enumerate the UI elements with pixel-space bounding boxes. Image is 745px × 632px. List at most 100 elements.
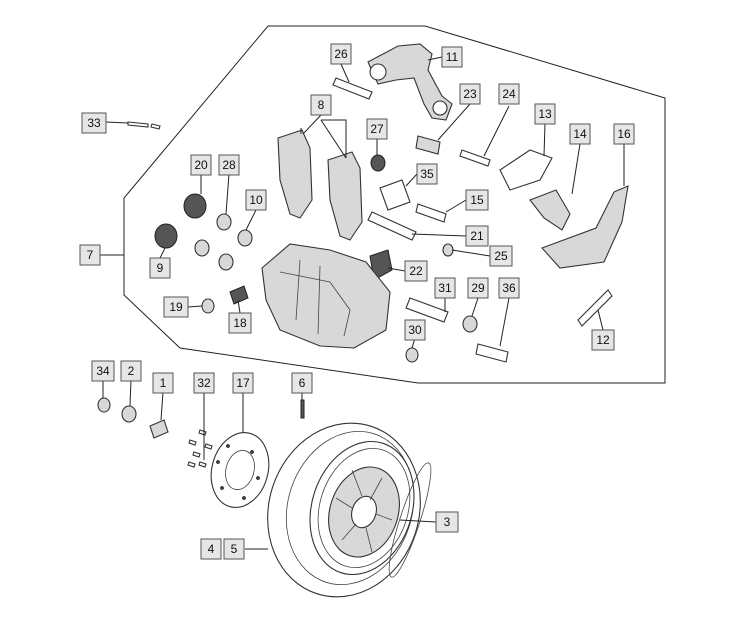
part-label-6: 6 <box>291 372 313 394</box>
svg-text:6: 6 <box>299 376 306 390</box>
seal-27 <box>370 154 386 172</box>
part-label-15: 15 <box>465 189 489 211</box>
svg-text:24: 24 <box>502 87 516 101</box>
svg-text:2: 2 <box>128 364 135 378</box>
valve-stem <box>300 399 305 419</box>
part-label-28: 28 <box>218 154 240 176</box>
part-label-20: 20 <box>190 154 212 176</box>
svg-text:11: 11 <box>446 50 459 64</box>
svg-text:14: 14 <box>573 127 587 141</box>
part-label-13: 13 <box>534 103 556 125</box>
brake-disc <box>210 432 270 508</box>
rear-wheel-tire <box>267 422 432 598</box>
part-label-19: 19 <box>163 296 189 318</box>
part-label-10: 10 <box>245 189 267 211</box>
svg-text:18: 18 <box>233 316 247 330</box>
part-label-22: 22 <box>404 260 428 282</box>
bleeder-screw-18 <box>229 285 249 305</box>
caliper-body <box>261 243 391 349</box>
svg-text:27: 27 <box>370 122 384 136</box>
svg-text:4: 4 <box>208 542 215 556</box>
caliper-assembly-outline <box>123 25 666 384</box>
part-label-25: 25 <box>489 245 513 267</box>
pin-21 <box>367 211 417 241</box>
svg-text:7: 7 <box>87 248 94 262</box>
svg-text:15: 15 <box>470 193 484 207</box>
ring-10b <box>218 253 234 271</box>
seal-9 <box>154 223 178 249</box>
part-label-9: 9 <box>149 257 171 279</box>
disc-bolts <box>187 429 213 468</box>
ring-28a <box>216 213 232 231</box>
svg-text:17: 17 <box>236 376 250 390</box>
part-label-12: 12 <box>591 329 615 351</box>
gasket-13 <box>499 149 553 191</box>
seal-20 <box>183 193 207 219</box>
axle-sleeve <box>149 419 169 439</box>
part-label-34: 34 <box>91 360 115 382</box>
svg-text:20: 20 <box>194 158 208 172</box>
pin-15 <box>415 203 447 223</box>
bolt-26 <box>332 77 373 100</box>
brake-pad-right <box>327 151 363 241</box>
part-label-2: 2 <box>120 360 142 382</box>
part-label-26: 26 <box>330 43 352 65</box>
part-label-7: 7 <box>79 244 101 266</box>
svg-text:33: 33 <box>87 116 101 130</box>
svg-text:22: 22 <box>409 264 423 278</box>
svg-text:30: 30 <box>408 323 422 337</box>
part-label-4: 4 <box>200 538 222 560</box>
part-label-30: 30 <box>404 319 426 341</box>
svg-text:10: 10 <box>249 193 263 207</box>
svg-text:34: 34 <box>96 364 110 378</box>
lever-16 <box>541 185 629 269</box>
svg-text:28: 28 <box>222 158 236 172</box>
ring-10a <box>237 229 253 247</box>
piston-35 <box>379 179 411 211</box>
svg-text:21: 21 <box>470 229 484 243</box>
svg-text:1: 1 <box>160 376 167 390</box>
svg-text:3: 3 <box>444 515 451 529</box>
part-label-33: 33 <box>81 112 107 134</box>
nut-30 <box>405 347 419 363</box>
nut-25 <box>442 243 454 257</box>
clip-pin-33 <box>127 121 161 130</box>
svg-text:16: 16 <box>617 127 631 141</box>
pin-31 <box>405 297 449 323</box>
part-label-14: 14 <box>569 123 591 145</box>
svg-text:8: 8 <box>318 98 325 112</box>
washer-2 <box>121 405 137 423</box>
part-label-5: 5 <box>223 538 245 560</box>
part-label-17: 17 <box>232 372 254 394</box>
svg-text:26: 26 <box>334 47 348 61</box>
svg-text:29: 29 <box>471 281 485 295</box>
part-label-11: 11 <box>441 46 463 68</box>
svg-text:31: 31 <box>438 281 452 295</box>
bolt-24 <box>459 149 491 167</box>
bleeder-19 <box>201 298 215 314</box>
bolt-36 <box>475 343 509 363</box>
part-label-24: 24 <box>498 83 520 105</box>
ring-28b <box>194 239 210 257</box>
caliper-bracket <box>367 43 453 121</box>
svg-text:12: 12 <box>596 333 610 347</box>
svg-text:32: 32 <box>197 376 211 390</box>
part-label-3: 3 <box>435 511 459 533</box>
part-label-23: 23 <box>459 83 481 105</box>
brake-pad-left <box>277 129 313 219</box>
svg-text:13: 13 <box>538 107 552 121</box>
leader-lines <box>100 56 625 550</box>
lever-14 <box>529 189 571 231</box>
part-label-27: 27 <box>366 118 388 140</box>
part-label-35: 35 <box>416 163 438 185</box>
bushing-23 <box>415 135 441 155</box>
part-label-8: 8 <box>310 94 332 116</box>
svg-text:35: 35 <box>420 167 434 181</box>
svg-text:25: 25 <box>494 249 508 263</box>
part-label-18: 18 <box>228 312 252 334</box>
washer-29 <box>462 315 478 333</box>
nut-34 <box>97 397 111 413</box>
svg-text:9: 9 <box>157 261 164 275</box>
spring-12 <box>577 289 613 327</box>
